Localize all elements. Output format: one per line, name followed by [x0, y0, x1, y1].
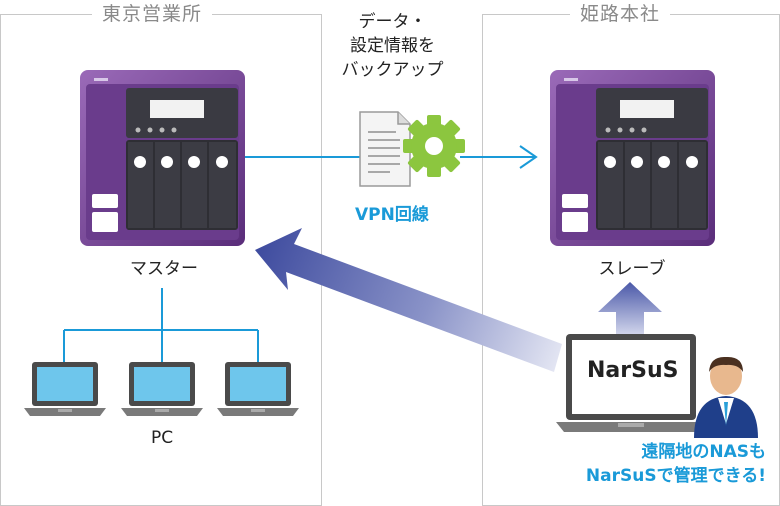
laptop-icon — [217, 362, 299, 416]
backup-label: データ・ 設定情報を バックアップ — [341, 12, 444, 80]
gear-icon — [403, 115, 465, 177]
slave-label: スレーブ — [598, 259, 666, 279]
master-nas-icon — [80, 70, 245, 246]
himeji-hq-title: 姫路本社 — [570, 2, 671, 26]
narsus-laptop-icon — [556, 334, 706, 432]
master-label: マスター — [130, 259, 198, 279]
pc-label: PC — [150, 428, 174, 448]
laptop-icon — [121, 362, 203, 416]
tokyo-office-title: 東京営業所 — [92, 2, 213, 26]
narsus-logo: NarSuS — [587, 358, 679, 383]
message-line-2: NarSuSで管理できる! — [585, 466, 766, 486]
upload-arrow — [598, 282, 662, 340]
document-icon — [359, 111, 411, 187]
laptop-icon — [24, 362, 106, 416]
message-line-1: 遠隔地のNASも — [641, 442, 766, 462]
remote-management-message: 遠隔地のNASも NarSuSで管理できる! — [500, 440, 766, 488]
slave-nas-icon — [550, 70, 715, 246]
person-icon — [694, 356, 758, 438]
vpn-label: VPN回線 — [355, 205, 429, 225]
